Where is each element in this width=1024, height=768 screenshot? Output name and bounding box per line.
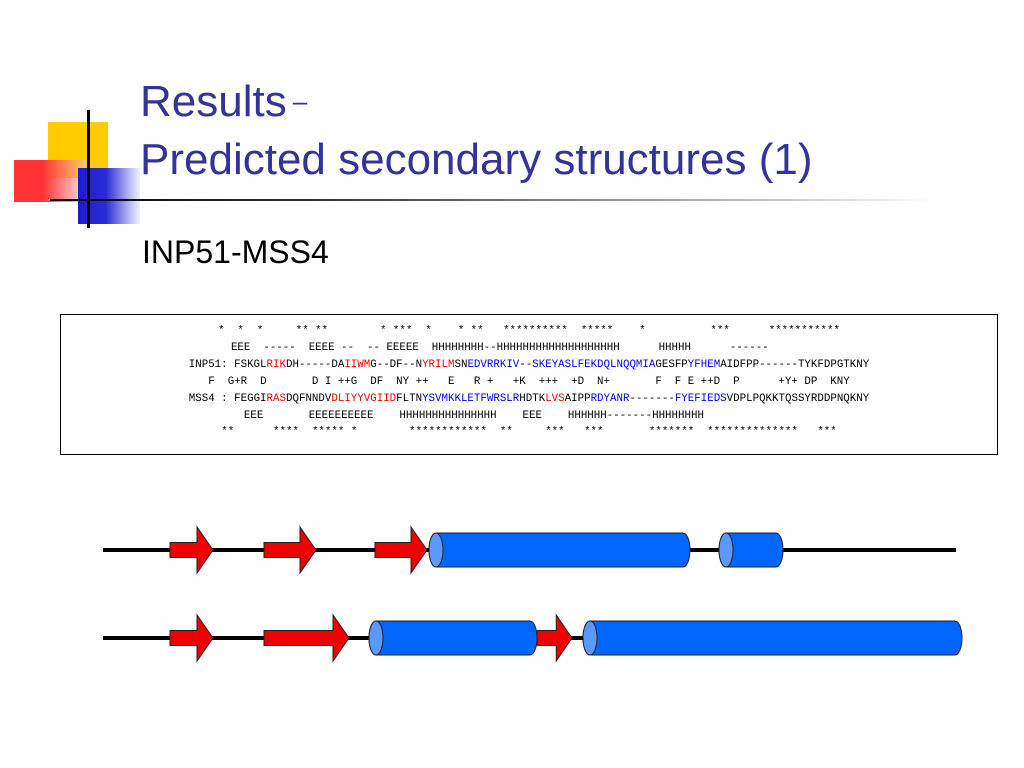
- structure-row: [103, 613, 963, 663]
- alignment-text: DH-----DA: [285, 358, 345, 371]
- decor-red-square: [14, 160, 86, 202]
- structure-row: [103, 525, 956, 575]
- strand-residues: RIK: [266, 358, 286, 371]
- beta-strand-arrow: [263, 525, 317, 575]
- alignment-text: GESFP: [655, 358, 688, 371]
- slide-title: Results– Predicted secondary structures …: [140, 72, 813, 189]
- alignment-text: EEE ----- EEEE -- -- EEEEE HHHHHHHH--HHH…: [230, 341, 828, 354]
- alignment-text: -------: [629, 392, 675, 405]
- title-underline: [50, 199, 930, 201]
- alignment-text: AIDFPP------TYKFDPGTKNY: [720, 358, 870, 371]
- alignment-line: MSS4 : FEGGIRASDQFNNDVDLIYYVGIIDFLTNYSVM…: [61, 391, 997, 408]
- alignment-text: MSS4 : FEGGI: [188, 392, 267, 405]
- beta-strand-arrow: [169, 525, 214, 575]
- alignment-text: HDTK: [519, 392, 546, 405]
- beta-strand-arrow: [374, 525, 428, 575]
- helix-residues: SKEYASLFEKDQLNQQMIA: [532, 358, 656, 371]
- beta-strand-arrow: [169, 613, 214, 663]
- alignment-text: FLTN: [396, 392, 423, 405]
- alignment-text: * * * ** ** * *** * * ** ********** ****…: [217, 325, 840, 337]
- alpha-helix-cylinder: [368, 620, 538, 656]
- alignment-text: DQFNNDV: [286, 392, 332, 405]
- helix-cap: [428, 532, 444, 568]
- alpha-helix-cylinder: [428, 532, 691, 568]
- strand-residues: DLIYYVGIID: [331, 392, 397, 405]
- strand-residues: LVS: [545, 392, 565, 405]
- alignment-text: VDPLPQKKTQSSYRDDPNQKNY: [726, 392, 870, 405]
- alignment-line: EEE EEEEEEEEEE HHHHHHHHHHHHHHH EEE HHHHH…: [61, 408, 997, 425]
- helix-cap: [718, 532, 734, 568]
- sequence-alignment-box: * * * ** ** * *** * * ** ********** ****…: [60, 314, 998, 455]
- helix-cap: [582, 620, 598, 656]
- alignment-line: F G+R D D I ++G DF NY ++ E R + +K +++ +D…: [61, 374, 997, 391]
- alignment-text: G--DF--N: [370, 358, 423, 371]
- alignment-text: EEE EEEEEEEEEE HHHHHHHHHHHHHHH EEE HHHHH…: [243, 409, 815, 422]
- beta-strand-arrow: [536, 613, 573, 663]
- title-dash: –: [292, 86, 308, 116]
- helix-residues: FYEFIEDS: [674, 392, 727, 405]
- helix-cap: [368, 620, 384, 656]
- alignment-text: --: [519, 358, 533, 371]
- alignment-text: SN: [454, 358, 468, 371]
- alignment-line: ** **** ***** * ************ ** *** *** …: [61, 424, 997, 441]
- alignment-text: F G+R D D I ++G DF NY ++ E R + +K +++ +D…: [208, 375, 850, 388]
- strand-residues: IIWM: [344, 358, 371, 371]
- decor-vertical-line: [87, 110, 90, 228]
- title-line-1: Results: [140, 77, 287, 126]
- strand-residues: RAS: [266, 392, 286, 405]
- helix-residues: EDVRRKIV: [467, 358, 520, 371]
- alignment-text: INP51: FSKGL: [188, 358, 267, 371]
- title-line-2: Predicted secondary structures (1): [140, 135, 813, 184]
- alpha-helix-cylinder: [582, 620, 963, 656]
- beta-strand-arrow: [263, 613, 350, 663]
- alignment-line: * * * ** ** * *** * * ** ********** ****…: [61, 323, 997, 340]
- alignment-text: AIPP: [564, 392, 591, 405]
- helix-residues: YSVMKKLETFWRSLR: [422, 392, 520, 405]
- helix-residues: RDYANR: [590, 392, 630, 405]
- helix-residues: YFHEM: [687, 358, 721, 371]
- alignment-line: EEE ----- EEEE -- -- EEEEE HHHHHHHH--HHH…: [61, 340, 997, 357]
- slide-subtitle: INP51-MSS4: [142, 234, 329, 270]
- alignment-line: INP51: FSKGLRIKDH-----DAIIWMG--DF--NYRIL…: [61, 357, 997, 374]
- alignment-text: ** **** ***** * ************ ** *** *** …: [221, 426, 837, 439]
- strand-residues: YRILM: [422, 358, 455, 371]
